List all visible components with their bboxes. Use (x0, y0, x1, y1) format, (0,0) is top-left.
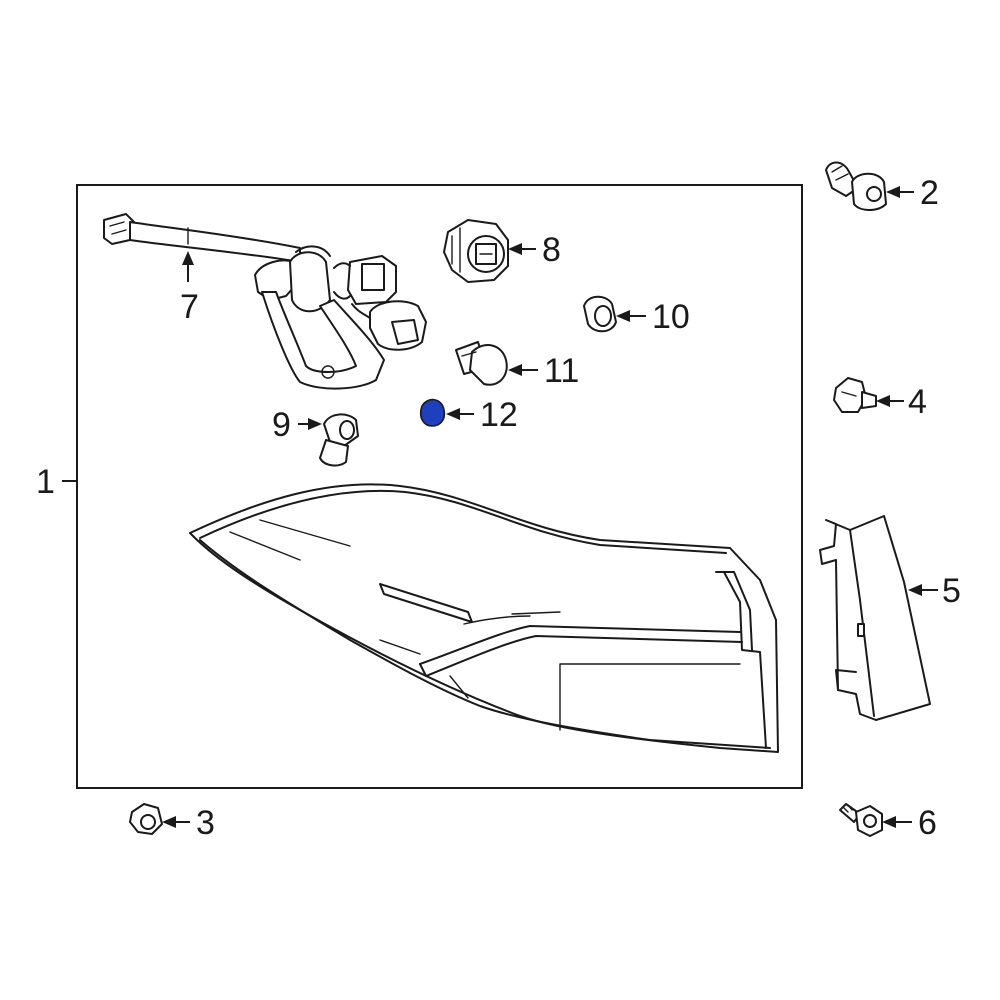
callout-4: 4 (908, 383, 927, 421)
callout-7: 7 (180, 288, 199, 326)
callout-2: 2 (920, 174, 939, 212)
bulb-part-11[interactable] (455, 341, 508, 386)
callout-9: 9 (272, 406, 291, 444)
callout-3: 3 (196, 804, 215, 842)
callout-12: 12 (480, 396, 518, 434)
bracket-part-5[interactable] (819, 515, 931, 721)
assembly-frame (76, 184, 803, 789)
callout-10: 10 (652, 298, 690, 336)
socket-part-8[interactable] (443, 219, 509, 283)
grommet-part-10[interactable] (583, 295, 617, 333)
wiring-harness-part-7[interactable] (103, 213, 427, 390)
tail-lamp-lens-housing (189, 483, 779, 753)
callout-1: 1 (36, 463, 55, 501)
callout-5: 5 (942, 572, 961, 610)
callout-11: 11 (544, 352, 579, 390)
push-clip-part-2[interactable] (825, 161, 887, 211)
callout-6: 6 (918, 804, 937, 842)
bolt-part-6[interactable] (839, 803, 883, 837)
small-bulb-part-12[interactable] (419, 398, 446, 427)
callout-8: 8 (542, 231, 561, 269)
nut-part-4[interactable] (833, 377, 877, 413)
socket-part-9[interactable] (319, 413, 359, 467)
nut-part-3[interactable] (129, 803, 163, 835)
leader-lines (62, 186, 938, 828)
